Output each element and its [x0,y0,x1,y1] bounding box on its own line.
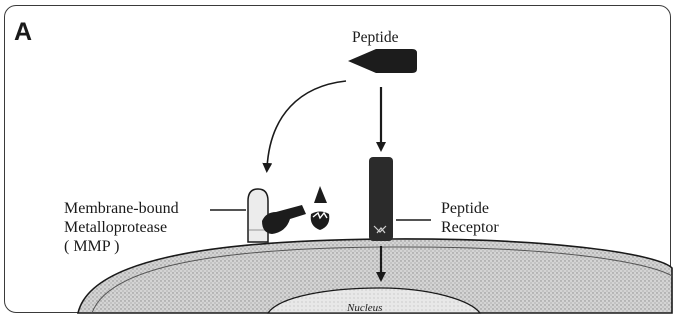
mmp-label: Membrane-bound Metalloprotease ( MMP ) [64,199,179,256]
panel-letter: A [14,20,32,45]
receptor-label-line1: Peptide [441,199,499,218]
cleaved-product-bottom [311,212,330,231]
mmp-label-line3: ( MMP ) [64,237,179,256]
mmp-label-line2: Metalloprotease [64,218,179,237]
mmp-label-line1: Membrane-bound [64,199,179,218]
receptor-label: Peptide Receptor [441,199,499,237]
peptide-shape [348,49,417,73]
nucleus-label: Nucleus [347,302,382,314]
mmp-enzyme [248,189,268,242]
cleaved-product-top [314,186,327,203]
peptide-label: Peptide [352,28,399,47]
receptor-label-line2: Receptor [441,218,499,237]
curved-arrow [267,81,346,168]
